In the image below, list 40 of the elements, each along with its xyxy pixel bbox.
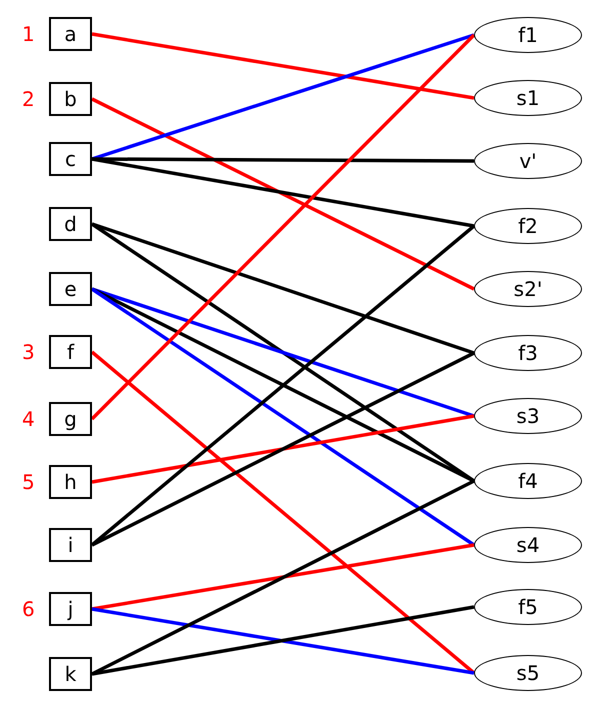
- connector-line: [91, 288, 475, 546]
- label-ellipse: s4: [474, 527, 582, 563]
- connector-line: [92, 157, 474, 163]
- label-ellipse: s2': [474, 271, 582, 307]
- connector-line: [92, 543, 474, 611]
- callout-number: 2: [22, 89, 35, 109]
- label-ellipse: s5: [474, 655, 582, 691]
- connector-line: [92, 32, 474, 100]
- callout-number: 1: [22, 24, 35, 44]
- label-ellipse: f1: [474, 17, 582, 53]
- connector-line: [91, 97, 475, 291]
- connector-line: [92, 414, 474, 484]
- letter-box: k: [49, 657, 92, 691]
- callout-number: 5: [22, 472, 35, 492]
- letter-box: b: [49, 82, 92, 116]
- letter-box: h: [49, 465, 92, 499]
- connector-line: [92, 157, 474, 228]
- letter-box: j: [49, 592, 92, 626]
- label-ellipse: s3: [474, 398, 582, 434]
- connector-line: [91, 287, 475, 418]
- connector-line: [91, 351, 475, 547]
- letter-box: a: [49, 17, 92, 51]
- label-ellipse: s1: [474, 80, 582, 116]
- letter-box: d: [49, 207, 92, 241]
- callout-number: 3: [22, 342, 35, 362]
- letter-box: f: [49, 335, 92, 369]
- label-ellipse: f5: [474, 589, 582, 625]
- label-ellipse: v': [474, 143, 582, 179]
- callout-number: 4: [22, 409, 35, 429]
- letter-box: e: [49, 272, 92, 306]
- connector-line: [90, 34, 476, 420]
- connector-line: [91, 287, 475, 483]
- letter-box: g: [49, 402, 92, 436]
- callout-number: 6: [22, 599, 35, 619]
- letter-box: i: [49, 528, 92, 562]
- letter-box: c: [49, 142, 92, 176]
- label-ellipse: f4: [474, 463, 582, 499]
- label-ellipse: f2: [474, 208, 582, 244]
- label-ellipse: f3: [474, 335, 582, 371]
- connector-line: [91, 222, 475, 355]
